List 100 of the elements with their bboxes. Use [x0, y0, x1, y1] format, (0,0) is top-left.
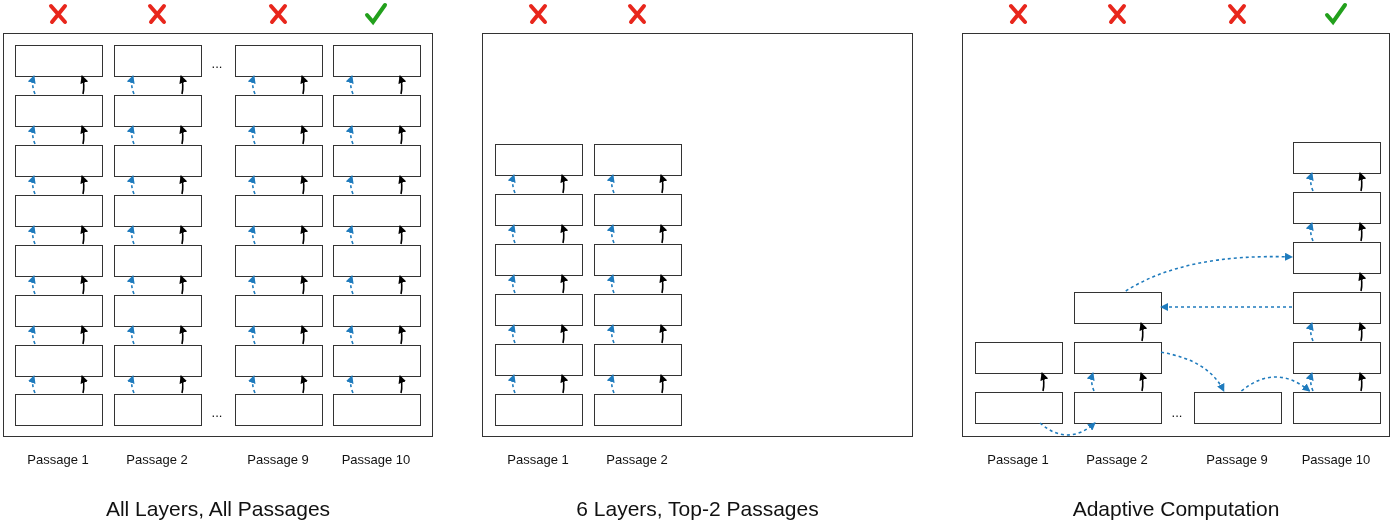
layer-box [114, 95, 202, 127]
arrow [1306, 322, 1314, 342]
arrow [398, 225, 406, 245]
arrow [398, 125, 406, 145]
arrow [607, 274, 615, 294]
arrow [560, 224, 568, 244]
arrow [1306, 372, 1314, 392]
layer-box [235, 295, 323, 327]
layer-box [1293, 142, 1381, 174]
arrow [607, 224, 615, 244]
arrow [80, 325, 88, 345]
layer-box [114, 394, 202, 426]
arrow [659, 274, 667, 294]
layer-box [495, 394, 583, 426]
column-label: Passage 2 [606, 451, 668, 467]
arrow [300, 275, 308, 295]
arrow [1306, 172, 1314, 192]
arrow [179, 175, 187, 195]
arrow [248, 175, 256, 195]
layer-box [15, 95, 103, 127]
layer-box [15, 295, 103, 327]
layer-box [235, 145, 323, 177]
arrow [659, 374, 667, 394]
arrow [1240, 376, 1311, 392]
arrow [1039, 422, 1096, 436]
layer-box [1194, 392, 1282, 424]
arrow [80, 125, 88, 145]
arrow [1358, 372, 1366, 392]
arrow [346, 75, 354, 95]
column-label: Passage 9 [1206, 451, 1268, 467]
arrow [398, 75, 406, 95]
layer-box [333, 295, 421, 327]
layer-box [1293, 392, 1381, 424]
arrow [560, 274, 568, 294]
arrow [28, 325, 36, 345]
arrow [1358, 272, 1366, 292]
layer-box [235, 45, 323, 77]
layer-box [594, 394, 682, 426]
layer-box [1074, 392, 1162, 424]
layer-box [333, 245, 421, 277]
arrow [127, 175, 135, 195]
arrow [1358, 172, 1366, 192]
layer-box [594, 344, 682, 376]
column-label: Passage 2 [1086, 451, 1148, 467]
layer-box [15, 145, 103, 177]
arrow [1139, 372, 1147, 392]
arrow [398, 175, 406, 195]
layer-box [15, 394, 103, 426]
arrow [1160, 351, 1225, 392]
layer-box [1074, 342, 1162, 374]
arrow [179, 75, 187, 95]
arrow [127, 275, 135, 295]
arrow [508, 324, 516, 344]
layer-box [114, 345, 202, 377]
arrow [659, 324, 667, 344]
layer-box [975, 392, 1063, 424]
layer-box [495, 244, 583, 276]
column-label: Passage 2 [126, 451, 188, 467]
column-label: Passage 1 [507, 451, 569, 467]
layer-box [1293, 292, 1381, 324]
layer-box [333, 45, 421, 77]
layer-box [114, 145, 202, 177]
arrow [346, 125, 354, 145]
arrow [248, 75, 256, 95]
arrow [607, 324, 615, 344]
arrow [659, 224, 667, 244]
arrow [248, 275, 256, 295]
arrow [300, 75, 308, 95]
column-label: Passage 10 [341, 451, 411, 467]
arrow [80, 225, 88, 245]
layer-box [333, 195, 421, 227]
layer-box [235, 245, 323, 277]
arrow [346, 325, 354, 345]
column-label: Passage 10 [1301, 451, 1371, 467]
arrow [179, 225, 187, 245]
arrow [1139, 322, 1147, 342]
column-label: Passage 1 [27, 451, 89, 467]
arrow [28, 275, 36, 295]
layer-box [594, 144, 682, 176]
arrow [508, 374, 516, 394]
arrow [248, 225, 256, 245]
panel-title: Adaptive Computation [1072, 497, 1280, 521]
layer-box [114, 195, 202, 227]
arrow [300, 125, 308, 145]
arrow [607, 374, 615, 394]
arrow [80, 75, 88, 95]
arrow [300, 175, 308, 195]
layer-box [594, 294, 682, 326]
layer-box [495, 144, 583, 176]
arrow [508, 174, 516, 194]
layer-box [15, 45, 103, 77]
arrow [179, 325, 187, 345]
arrow [1040, 372, 1048, 392]
layer-box [235, 195, 323, 227]
ellipsis-text: ... [211, 55, 223, 71]
layer-box [333, 394, 421, 426]
layer-box [495, 344, 583, 376]
arrow [179, 125, 187, 145]
arrow [127, 325, 135, 345]
layer-box [235, 345, 323, 377]
